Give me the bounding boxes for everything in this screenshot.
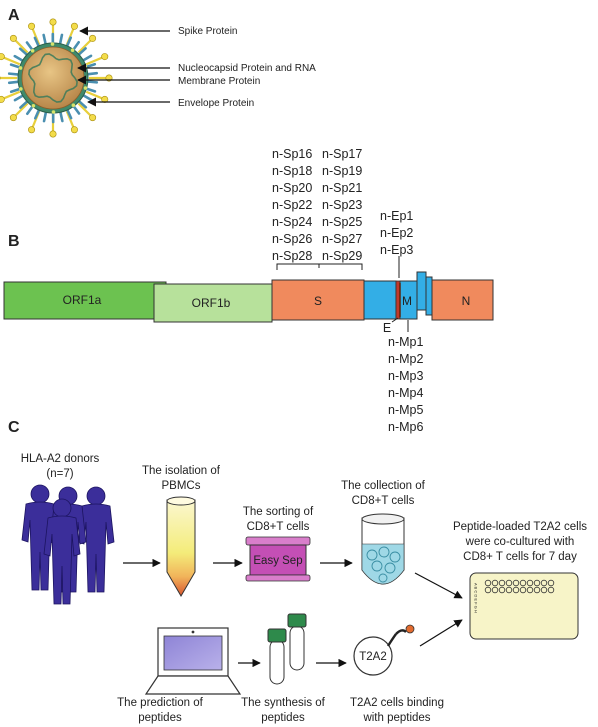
collection-subtitle: CD8+T cells xyxy=(352,495,415,507)
panel-b-letter: B xyxy=(8,233,20,250)
s-gene-block xyxy=(271,279,365,321)
easysep-label: Easy Sep xyxy=(253,555,302,567)
spike-peptide-item: n-Sp18 xyxy=(272,164,312,178)
spike-peptide-item: n-Sp20 xyxy=(272,181,312,195)
easysep-magnet-icon xyxy=(245,536,311,582)
spike-peptide-item: n-Sp25 xyxy=(322,215,362,229)
orf1a-label: ORF1a xyxy=(63,293,102,307)
synthesis-title: The synthesis of xyxy=(241,697,326,709)
cd8-tube-icon xyxy=(361,513,405,585)
s-gene-label: S xyxy=(314,294,322,308)
spike-protein-label: Spike Protein xyxy=(178,26,237,37)
membrane-peptide-item: n-Mp6 xyxy=(388,420,423,434)
coculture-line-2: were co-cultured with xyxy=(465,536,575,548)
panel-a-arrows xyxy=(77,26,170,107)
envelope-peptide-item: n-Ep1 xyxy=(380,209,413,223)
donors-title: HLA-A2 donors xyxy=(21,453,100,465)
envelope-protein-label: Envelope Protein xyxy=(178,98,254,109)
laptop-icon xyxy=(144,627,242,695)
spike-peptide-item: n-Sp27 xyxy=(322,232,362,246)
m-gene-label: M xyxy=(402,294,412,308)
panel-a-letter: A xyxy=(8,7,20,24)
e-gene-label: E xyxy=(383,321,391,335)
sorting-title: The sorting of xyxy=(243,506,314,518)
donors-figures-icon xyxy=(21,484,115,605)
e-m-connectors xyxy=(391,317,409,332)
orf1b-label: ORF1b xyxy=(192,296,231,310)
n-gene-label: N xyxy=(462,294,471,308)
spike-peptide-item: n-Sp19 xyxy=(322,164,362,178)
binding-title: T2A2 cells binding xyxy=(350,697,444,709)
spike-peptide-item: n-Sp28 xyxy=(272,249,312,263)
membrane-peptide-list: n-Mp1 n-Mp2 n-Mp3 n-Mp4 n-Mp5 n-Mp6 xyxy=(388,335,423,434)
spike-peptide-item: n-Sp22 xyxy=(272,198,312,212)
isolation-subtitle: PBMCs xyxy=(162,480,201,492)
genome-map xyxy=(3,271,494,323)
coculture-line-1: Peptide-loaded T2A2 cells xyxy=(453,521,587,533)
isolation-title: The isolation of xyxy=(142,465,221,477)
synthesis-subtitle: peptides xyxy=(261,712,305,724)
prediction-title: The prediction of xyxy=(117,697,203,709)
spike-peptide-list: n-Sp16 n-Sp18 n-Sp20 n-Sp22 n-Sp24 n-Sp2… xyxy=(272,147,362,263)
spike-peptide-item: n-Sp23 xyxy=(322,198,362,212)
spike-peptide-item: n-Sp26 xyxy=(272,232,312,246)
envelope-peptide-list: n-Ep1 n-Ep2 n-Ep3 xyxy=(380,209,413,257)
sorting-subtitle: CD8+T cells xyxy=(247,521,310,533)
membrane-peptide-item: n-Mp1 xyxy=(388,335,423,349)
membrane-peptide-item: n-Mp2 xyxy=(388,352,423,366)
t2a2-label: T2A2 xyxy=(359,651,387,663)
membrane-peptide-item: n-Mp4 xyxy=(388,386,423,400)
nucleocapsid-label: Nucleocapsid Protein and RNA xyxy=(178,63,316,74)
pbmc-tube-icon xyxy=(166,496,196,597)
envelope-peptide-item: n-Ep2 xyxy=(380,226,413,240)
donors-count: (n=7) xyxy=(46,468,73,480)
spike-peptide-item: n-Sp24 xyxy=(272,215,312,229)
membrane-peptide-item: n-Mp3 xyxy=(388,369,423,383)
membrane-peptide-item: n-Mp5 xyxy=(388,403,423,417)
spike-peptide-item: n-Sp21 xyxy=(322,181,362,195)
orf8-block xyxy=(425,276,433,316)
collection-title: The collection of xyxy=(341,480,426,492)
binding-subtitle: with peptides xyxy=(362,712,430,724)
spike-peptide-item: n-Sp17 xyxy=(322,147,362,161)
envelope-peptide-item: n-Ep3 xyxy=(380,243,413,257)
well-plate-icon xyxy=(469,572,579,640)
spike-bracket xyxy=(276,256,400,278)
membrane-protein-label: Membrane Protein xyxy=(178,76,260,87)
t2a2-cell-icon xyxy=(353,624,415,676)
spike-peptide-item: n-Sp29 xyxy=(322,249,362,263)
peptide-vials-icon xyxy=(267,613,307,685)
coronavirus-illustration xyxy=(0,18,113,138)
n-gene-block xyxy=(431,279,494,321)
panel-c-letter: C xyxy=(8,419,20,436)
plate-row-letters: A B C D E F G H xyxy=(474,583,479,613)
coculture-line-3: CD8+ T cells for 7 day xyxy=(463,551,577,563)
orf7-block xyxy=(416,271,427,311)
prediction-subtitle: peptides xyxy=(138,712,182,724)
spike-peptide-item: n-Sp16 xyxy=(272,147,312,161)
orf3-block xyxy=(363,280,397,320)
